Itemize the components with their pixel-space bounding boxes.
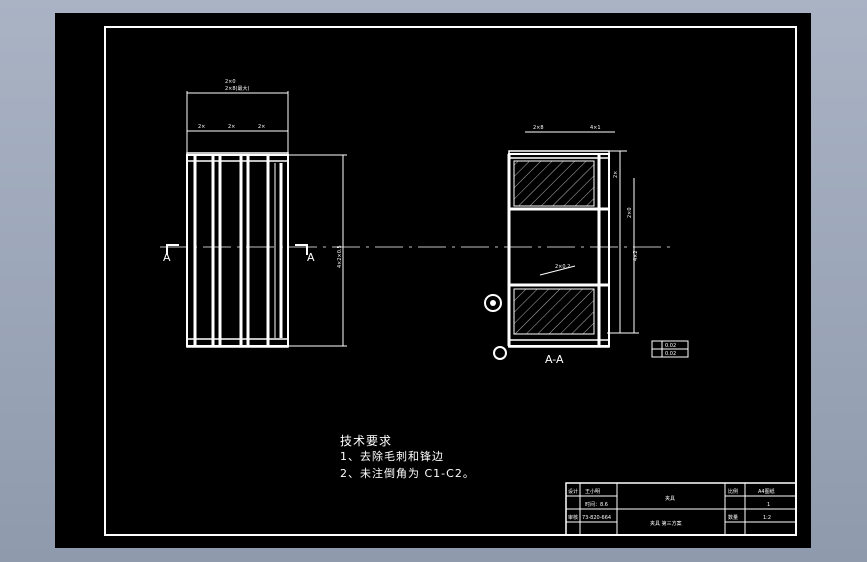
section-view: 2×8 4×1 2× 2×0 4×2 2×0.2 A-A 0.02 0.02	[484, 125, 689, 366]
tolerance-row-2: 0.02	[665, 351, 676, 357]
notes-heading: 技术要求	[340, 434, 392, 448]
front-frame-outline	[186, 154, 289, 347]
dim-inner-label: 2×0.2	[555, 264, 570, 270]
section-hatch-top	[513, 160, 595, 207]
tb-r1c2: 王小明	[585, 488, 600, 495]
dim-height-front: 4×2×0.5	[337, 245, 343, 268]
tb-right-bot-2: 1:2	[763, 515, 771, 521]
tb-bottom-center: 夹具 第三方案	[650, 520, 682, 527]
tb-right-top-1: 比例	[728, 488, 738, 495]
dim-section-right-a: 2×	[613, 171, 619, 178]
dim-section-top-b: 4×1	[590, 125, 601, 131]
tb-r3c2: 73-820-664	[582, 515, 611, 521]
cad-drawing-canvas: A A 2×0 2×8(最大) 2× 2× 2× 4×2×0.5	[104, 26, 797, 536]
notes-line-2: 2、未注倒角为 C1-C2。	[340, 466, 475, 480]
front-top-rail	[186, 152, 289, 162]
leader-line	[539, 265, 576, 276]
tolerance-row-1: 0.02	[665, 343, 676, 349]
tb-right-top-2: A4图纸	[758, 488, 775, 495]
tb-r1c1: 设计	[568, 488, 578, 495]
section-label-left: A	[163, 251, 171, 264]
title-block: 设计 王小明 时间：8.6 审核 73-820-664 夹具 夹具 第三方案 比…	[565, 482, 797, 536]
drawing-border	[104, 26, 797, 536]
tb-r2c2: 时间：8.6	[585, 501, 608, 508]
dim-top-b: 2×	[228, 124, 235, 130]
section-marker-right	[295, 244, 308, 255]
drawing-sheet: A A 2×0 2×8(最大) 2× 2× 2× 4×2×0.5	[55, 13, 811, 548]
tb-center: 夹具	[665, 495, 675, 502]
dim-section-right-b: 2×0	[627, 207, 633, 218]
technical-notes: 技术要求 1、去除毛刺和锋边 2、未注倒角为 C1-C2。	[340, 434, 475, 480]
front-view: A A 2×0 2×8(最大) 2× 2× 2× 4×2×0.5	[163, 79, 347, 348]
tb-r3c1: 审核	[568, 514, 578, 521]
notes-line-1: 1、去除毛刺和锋边	[340, 449, 444, 463]
front-bottom-rail	[186, 338, 289, 348]
section-bottom-rail	[508, 339, 610, 348]
dim-section-top-a: 2×8	[533, 125, 544, 131]
bolt-symbol-center	[490, 300, 496, 306]
tb-right-mid: 1	[767, 502, 770, 508]
dim-top-c: 2×	[258, 124, 265, 130]
bolt-symbol-lower	[493, 346, 507, 360]
section-marker-left	[166, 244, 179, 255]
section-hatch-bottom	[513, 288, 595, 335]
section-top-rail	[508, 150, 610, 159]
section-label-right: A	[307, 251, 315, 264]
dim-top-a: 2×	[198, 124, 205, 130]
section-caption: A-A	[545, 353, 564, 366]
tb-right-bot-1: 数量	[728, 514, 738, 521]
bolt-symbol-upper	[484, 294, 502, 312]
dim-section-right-c: 4×2	[633, 250, 639, 261]
dim-top-overall: 2×8(最大)	[225, 85, 250, 92]
dim-top-sub: 2×0	[225, 79, 236, 85]
